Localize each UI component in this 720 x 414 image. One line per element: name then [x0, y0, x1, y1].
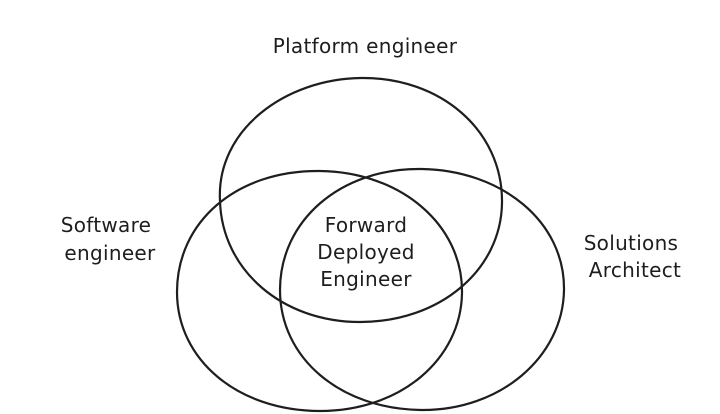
software-engineer-circle: [175, 169, 464, 413]
solutions-architect-circle: [278, 167, 566, 412]
platform-engineer-circle: [218, 76, 504, 324]
software-engineer-label-line-1: Software: [61, 213, 152, 237]
intersection-label-line-2: Deployed: [317, 240, 414, 264]
solutions-architect-label-line-2: Architect: [589, 258, 681, 282]
solutions-architect-label-line-1: Solutions: [584, 231, 679, 255]
software-engineer-label-line-2: engineer: [64, 241, 156, 265]
intersection-label-line-3: Engineer: [320, 267, 412, 291]
intersection-label-line-1: Forward: [325, 213, 408, 237]
platform-engineer-label: Platform engineer: [273, 34, 458, 58]
